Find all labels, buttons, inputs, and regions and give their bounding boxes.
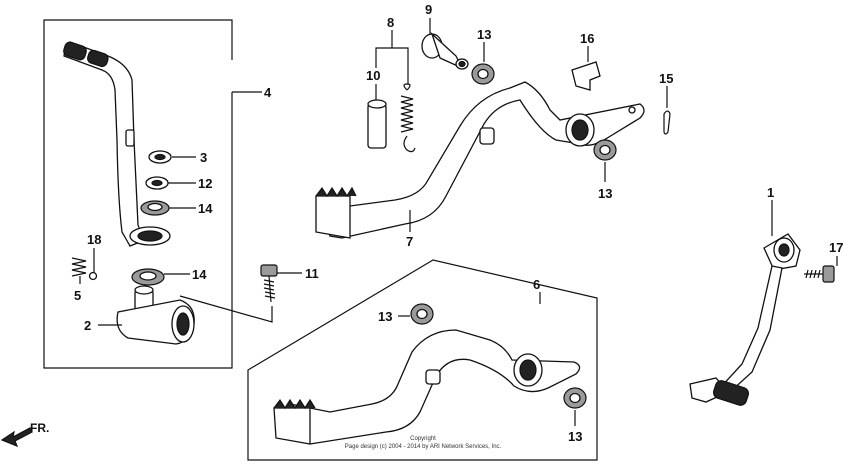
washer-3	[148, 150, 172, 164]
brake-pedal-lower	[273, 329, 581, 445]
bolt-17	[804, 265, 835, 283]
callout-14-lower: 14	[192, 267, 207, 282]
pivot-bolt-9	[421, 31, 469, 70]
callout-9: 9	[425, 2, 432, 17]
callout-5: 5	[74, 288, 81, 303]
callout-12: 12	[198, 176, 212, 191]
spring-8	[400, 83, 416, 153]
callout-13-lower-right: 13	[568, 429, 582, 444]
callout-15: 15	[659, 71, 673, 86]
callout-6: 6	[533, 277, 540, 292]
copyright-line-2: Page design (c) 2004 - 2014 by ARI Netwo…	[345, 444, 502, 450]
callout-13-lower-left: 13	[378, 309, 392, 324]
callout-13-top: 13	[477, 27, 491, 42]
kick-starter-arm	[63, 41, 171, 247]
callout-2: 2	[84, 318, 91, 333]
brake-pedal-upper	[315, 81, 645, 239]
seal-13-upper-right	[593, 139, 617, 161]
leader-8-bracket	[375, 47, 409, 84]
callout-7: 7	[406, 234, 413, 249]
brake-pedal-group-frame	[247, 259, 598, 461]
seal-13-lower-right	[563, 387, 587, 409]
callout-13-right: 13	[598, 186, 612, 201]
direction-label: FR.	[30, 421, 49, 435]
front-direction-arrow-icon: FR.	[0, 421, 49, 448]
callout-16: 16	[580, 31, 594, 46]
copyright-line-1: Copyright	[410, 436, 436, 442]
ball-18	[88, 271, 98, 281]
seal-14-upper	[140, 200, 170, 216]
seal-14-lower	[131, 268, 165, 286]
callout-18: 18	[87, 232, 101, 247]
callout-3: 3	[200, 150, 207, 165]
clip-16	[571, 61, 601, 91]
seal-13-upper-left	[471, 63, 495, 85]
callout-10: 10	[366, 68, 380, 83]
seal-13-lower-left	[410, 303, 434, 325]
spring-5	[71, 257, 87, 277]
callout-17: 17	[829, 240, 843, 255]
gearshift-pedal	[689, 233, 801, 406]
bolt-11	[260, 264, 278, 303]
kickstarter-group-frame	[43, 19, 233, 369]
cotter-pin-15	[663, 110, 671, 135]
callout-8: 8	[387, 15, 394, 30]
collar-10	[367, 99, 387, 149]
kick-starter-spindle	[116, 285, 195, 345]
callout-11: 11	[305, 266, 319, 281]
washer-12	[145, 176, 169, 190]
callout-1: 1	[767, 185, 774, 200]
callout-14-upper: 14	[198, 201, 213, 216]
bolt-11-leader-to-spindle	[179, 295, 273, 323]
callout-4: 4	[264, 85, 272, 100]
